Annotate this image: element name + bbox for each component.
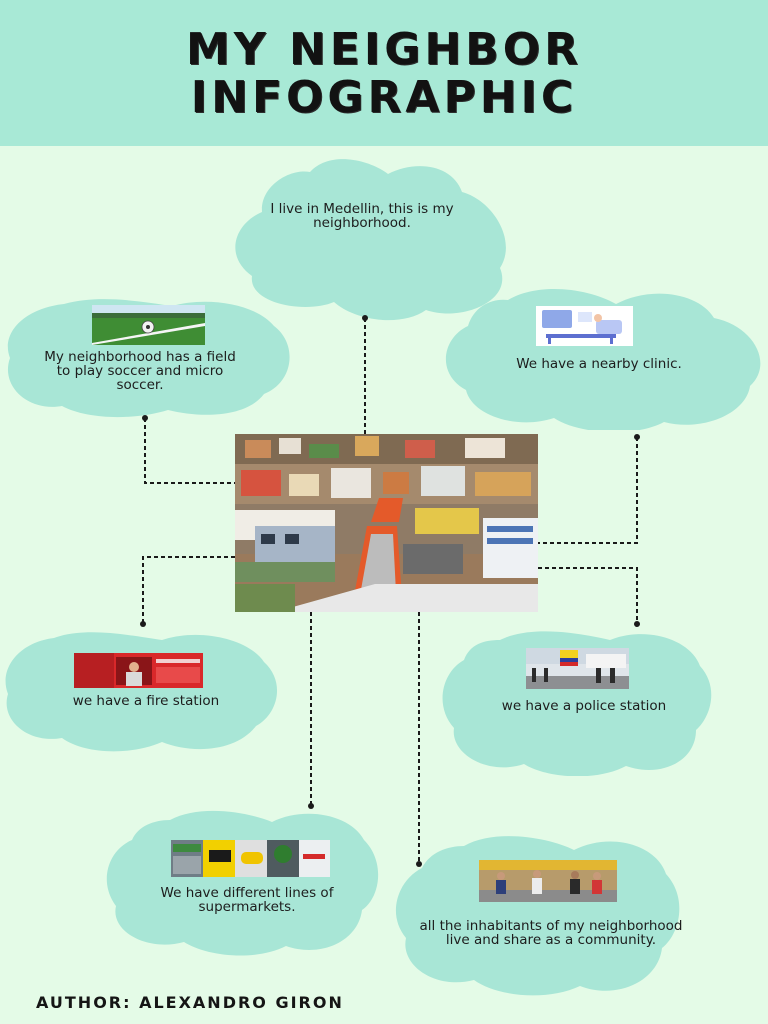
connector-dot <box>416 861 422 867</box>
fire-blob <box>5 632 278 752</box>
neighborhood-photo <box>235 434 538 612</box>
fire-text: we have a fire station <box>72 693 220 709</box>
police-station-photo <box>526 648 629 689</box>
clinic-illustration <box>536 306 633 346</box>
connector-soccer <box>144 418 235 484</box>
supermarkets-photo-strip <box>171 840 330 877</box>
connector-police <box>538 567 638 624</box>
soccer-field-photo <box>92 305 205 345</box>
connector-dot <box>634 434 640 440</box>
clinic-blob <box>446 289 761 430</box>
header-banner: MY NEIGHBOR INFOGRAPHIC <box>0 0 768 146</box>
connector-fire <box>142 556 235 624</box>
connector-dot <box>142 415 148 421</box>
connector-clinic <box>538 437 638 544</box>
author-credit: AUTHOR: ALEXANDRO GIRON <box>36 993 344 1012</box>
clinic-text: We have a nearby clinic. <box>516 356 682 372</box>
supermarkets-text: We have different lines of supermarkets. <box>160 885 334 915</box>
community-text: all the inhabitants of my neighborhood l… <box>419 918 683 948</box>
connector-dot <box>362 315 368 321</box>
intro-text: I live in Medellin, this is my neighborh… <box>270 201 454 231</box>
intro-blob <box>235 159 506 321</box>
connector-dot <box>140 621 146 627</box>
title-line-2: INFOGRAPHIC <box>190 72 578 123</box>
community-photo <box>479 860 617 902</box>
soccer-text: My neighborhood has a field to play socc… <box>44 349 236 393</box>
connector-dot <box>308 803 314 809</box>
police-blob <box>442 631 712 776</box>
title-line-1: MY NEIGHBOR <box>186 24 582 75</box>
police-text: we have a police station <box>501 698 667 714</box>
connector-dot <box>634 621 640 627</box>
page-title: MY NEIGHBOR INFOGRAPHIC <box>0 26 768 122</box>
fire-station-photo <box>74 653 203 688</box>
soccer-blob <box>7 299 290 418</box>
